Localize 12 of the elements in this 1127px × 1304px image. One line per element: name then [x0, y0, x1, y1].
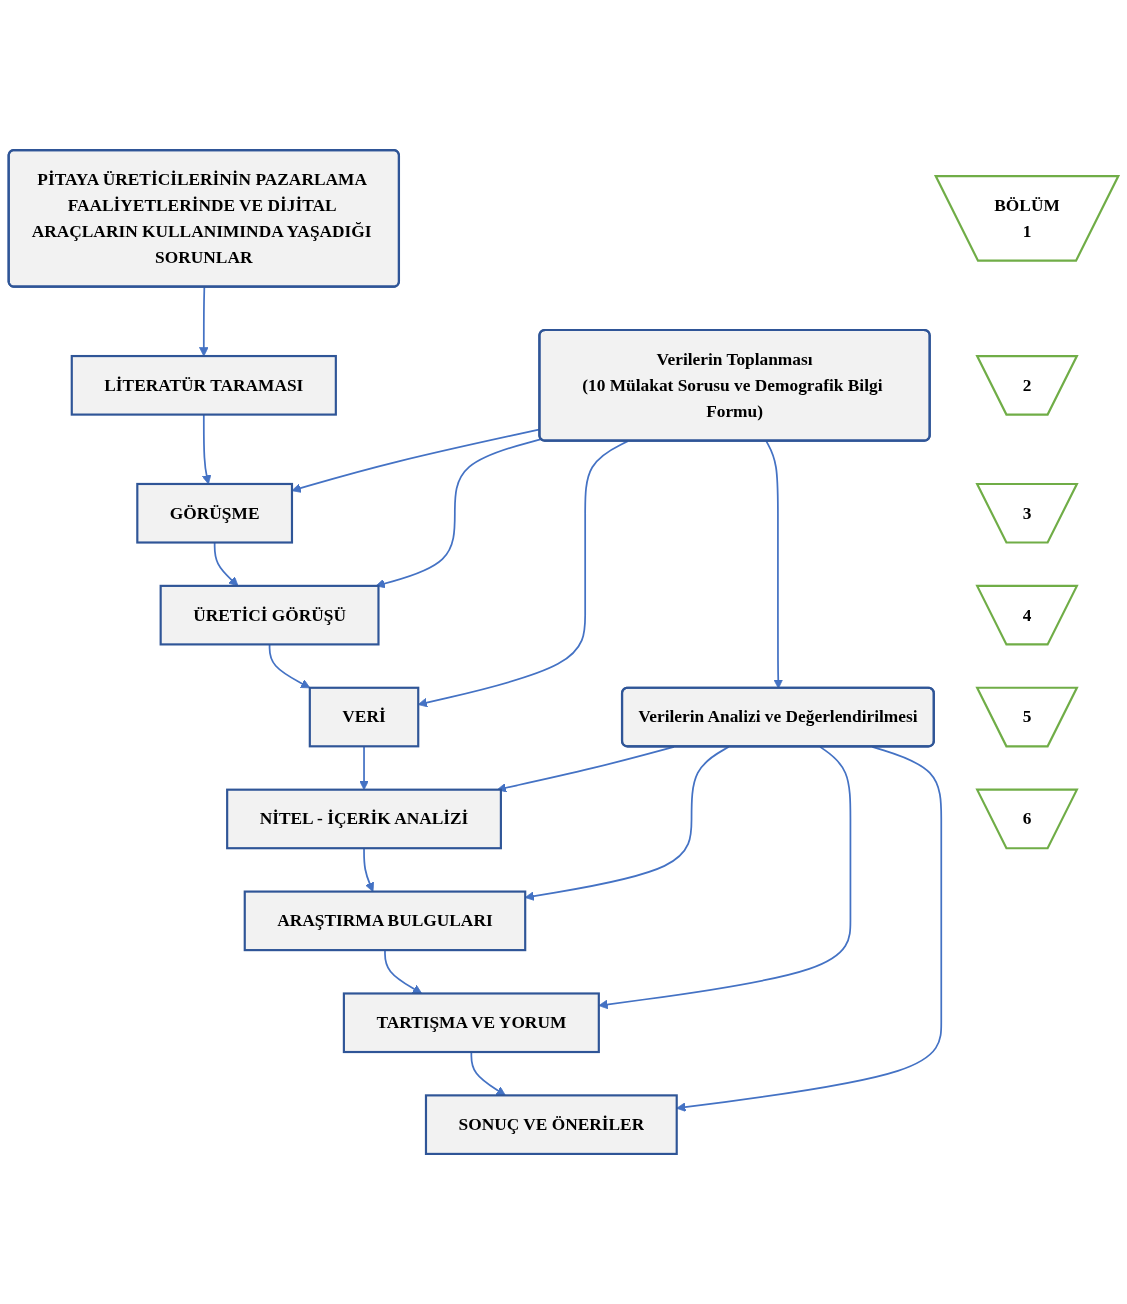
node-box: LİTERATÜR TARAMASI	[70, 354, 337, 416]
node-box: TARTIŞMA VE YORUM	[342, 992, 600, 1054]
arrow	[199, 286, 209, 357]
node-box: SONUÇ VE ÖNERİLER	[424, 1094, 678, 1155]
arrow	[598, 746, 852, 1010]
node-box: ARAŞTIRMA BULGULARI	[243, 890, 527, 952]
node-box: NİTEL - İÇERİK ANALİZİ	[226, 788, 502, 850]
arrow	[676, 746, 943, 1112]
arrow	[375, 438, 543, 589]
node-box: VERİ	[308, 686, 420, 748]
node-box: ÜRETİCİ GÖRÜŞÜ	[159, 584, 380, 646]
node-box: GÖRÜŞME	[136, 482, 294, 544]
